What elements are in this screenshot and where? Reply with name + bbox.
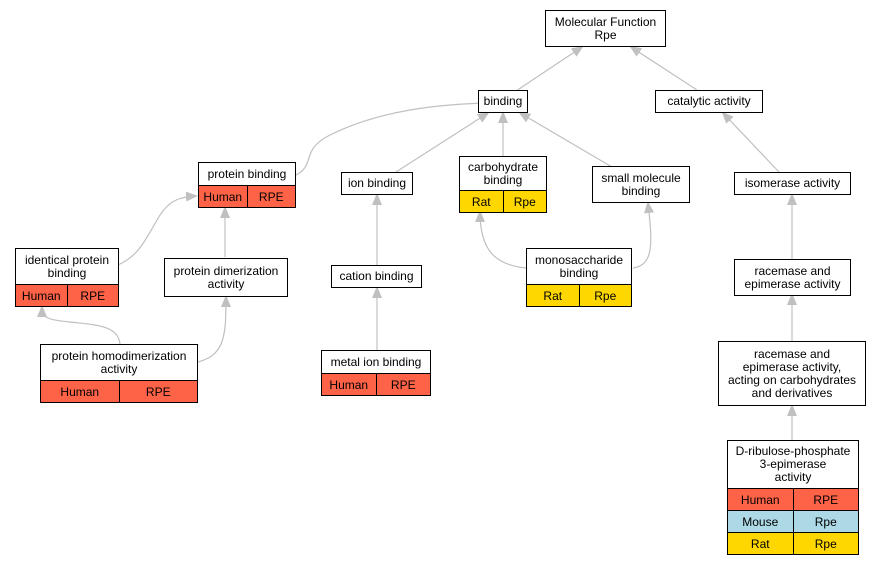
node-label-line: isomerase activity xyxy=(744,176,841,190)
edge-identical-protein-to-protein-binding xyxy=(117,191,198,266)
node-label-line: and derivatives xyxy=(751,385,833,400)
gene-cell: Rpe xyxy=(792,533,858,554)
node-protein-homodimerization-activity[interactable]: protein homodimerization activity Human … xyxy=(40,344,198,403)
node-label-line: catalytic activity xyxy=(667,94,751,108)
species-row: Rat Rpe xyxy=(728,532,858,554)
edge-protein-binding-to-binding xyxy=(295,98,492,176)
node-label-line: binding xyxy=(621,183,661,198)
edge-binding-to-molecular-function xyxy=(515,45,584,92)
species-row: Human RPE xyxy=(322,373,430,395)
node-protein-binding[interactable]: protein binding Human RPE xyxy=(198,162,296,208)
gene-cell: Rpe xyxy=(578,285,631,306)
node-label-line: racemase and xyxy=(753,346,831,361)
node-label-line: cation binding xyxy=(339,269,414,283)
node-label-line: protein binding xyxy=(207,166,287,181)
gene-cell: RPE xyxy=(118,381,197,402)
node-label-line: binding xyxy=(559,265,599,280)
species-cell: Rat xyxy=(460,191,503,212)
species-row: Human RPE xyxy=(728,488,858,510)
node-molecular-function[interactable]: Molecular Function Rpe xyxy=(545,10,666,47)
node-label-line: protein homodimerization xyxy=(51,348,187,363)
node-label-line: small molecule xyxy=(601,170,681,185)
node-monosaccharide-binding[interactable]: monosaccharide binding Rat Rpe xyxy=(526,248,632,307)
species-cell: Human xyxy=(199,186,247,207)
species-row: Rat Rpe xyxy=(527,284,631,306)
node-label-line: activity xyxy=(207,276,245,291)
species-row: Human RPE xyxy=(199,185,295,207)
node-label-line: binding xyxy=(47,265,87,280)
species-row: Human RPE xyxy=(41,380,197,402)
species-cell: Human xyxy=(322,374,376,395)
gene-cell: RPE xyxy=(246,186,295,207)
edge-catalytic-to-molecular-function xyxy=(629,45,698,91)
node-label-line: racemase and xyxy=(754,263,831,278)
node-label-line: acting on carbohydrates xyxy=(727,372,857,387)
gene-cell: RPE xyxy=(375,374,430,395)
node-catalytic-activity[interactable]: catalytic activity xyxy=(655,90,763,113)
node-binding[interactable]: binding xyxy=(478,90,528,113)
edge-ion-binding-to-binding xyxy=(395,111,490,173)
node-ion-binding[interactable]: ion binding xyxy=(341,172,413,195)
edge-small-molecule-binding-to-binding xyxy=(518,111,613,168)
edge-homodimerization-to-dimerization xyxy=(197,295,231,363)
node-label-line: activity xyxy=(100,361,138,376)
gene-cell: RPE xyxy=(66,285,118,306)
node-metal-ion-binding[interactable]: metal ion binding Human RPE xyxy=(321,350,431,396)
species-cell: Human xyxy=(41,381,119,402)
node-label-line: epimerase activity xyxy=(744,276,841,291)
species-row: Human RPE xyxy=(16,284,118,306)
node-label-line: identical protein xyxy=(24,252,110,267)
gene-cell: Rpe xyxy=(502,191,546,212)
node-label-line: carbohydrate xyxy=(467,159,539,174)
edge-monosaccharide-to-small-molecule xyxy=(632,201,655,269)
node-label-line: Molecular Function xyxy=(554,14,657,29)
edge-monosaccharide-to-carbohydrate xyxy=(475,210,527,269)
node-label-line: monosaccharide xyxy=(534,252,624,267)
node-small-molecule-binding[interactable]: small molecule binding xyxy=(592,166,690,203)
species-cell: Rat xyxy=(728,533,793,554)
node-label-line: epimerase activity, xyxy=(742,359,842,374)
node-cation-binding[interactable]: cation binding xyxy=(331,265,422,288)
node-label-line: Rpe xyxy=(594,27,617,42)
node-label-line: D-ribulose-phosphate xyxy=(735,444,851,458)
node-label-line: binding xyxy=(483,94,523,108)
node-racemase-epimerase-activity[interactable]: racemase and epimerase activity xyxy=(734,259,851,296)
node-label-line: protein dimerization xyxy=(173,263,279,278)
node-racemase-epimerase-carbohydrates[interactable]: racemase and epimerase activity, acting … xyxy=(718,341,866,406)
node-isomerase-activity[interactable]: isomerase activity xyxy=(734,172,851,195)
node-label-line: ion binding xyxy=(347,176,407,190)
node-label-line: activity xyxy=(774,470,812,484)
gene-cell: Rpe xyxy=(792,511,858,532)
node-ribulose-phosphate-epimerase[interactable]: D-ribulose-phosphate 3-epimerase activit… xyxy=(727,440,859,555)
species-cell: Mouse xyxy=(728,511,793,532)
edge-isomerase-to-catalytic xyxy=(721,111,780,173)
species-row: Mouse Rpe xyxy=(728,510,858,532)
species-cell: Human xyxy=(728,489,793,510)
node-identical-protein-binding[interactable]: identical protein binding Human RPE xyxy=(15,248,119,307)
species-cell: Rat xyxy=(527,285,579,306)
species-row: Rat Rpe xyxy=(460,190,546,212)
edge-homodimerization-to-identical-protein xyxy=(37,305,121,345)
species-cell: Human xyxy=(16,285,67,306)
node-carbohydrate-binding[interactable]: carbohydrate binding Rat Rpe xyxy=(459,156,547,213)
node-label-line: 3-epimerase xyxy=(759,457,827,471)
node-protein-dimerization-activity[interactable]: protein dimerization activity xyxy=(164,258,288,297)
node-label-line: metal ion binding xyxy=(330,354,422,369)
node-label-line: binding xyxy=(483,172,523,187)
gene-cell: RPE xyxy=(792,489,858,510)
